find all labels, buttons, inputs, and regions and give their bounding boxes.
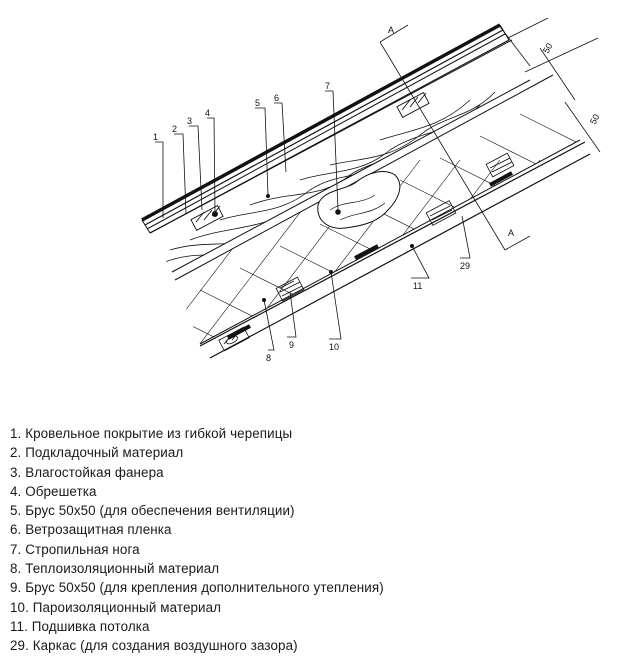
legend-item: 4. Обрешетка	[10, 483, 97, 499]
legend-item: 5. Брус 50x50 (для обеспечения вентиляци…	[10, 503, 295, 519]
callout-9: 9	[289, 340, 294, 350]
leader-dots	[262, 194, 414, 302]
roof-section-diagram: А А 50 50 1 2 3 4 5 6 7 8 9 10 11 2	[141, 17, 602, 363]
ventilation-bars	[190, 92, 430, 231]
legend-item: 7. Стропильная нога	[10, 541, 140, 557]
insulation-layer	[174, 74, 581, 345]
callout-5: 5	[255, 98, 260, 108]
callout-1: 1	[153, 132, 158, 142]
legend-item: 1. Кровельное покрытие из гибкой черепиц…	[10, 426, 293, 441]
legend-item: 2. Подкладочный материал	[10, 445, 184, 461]
callout-11: 11	[413, 281, 422, 291]
rafter-cross-section	[317, 171, 401, 229]
dimension-label-2: 50	[588, 112, 602, 126]
callout-4: 4	[205, 108, 210, 118]
callout-2: 2	[172, 124, 177, 134]
callout-8: 8	[266, 353, 271, 363]
legend-item: 9. Брус 50x50 (для крепления дополнитель…	[10, 580, 384, 596]
callout-10: 10	[329, 342, 339, 352]
legend-item: 10. Пароизоляционный материал	[10, 599, 222, 615]
callout-7: 7	[325, 81, 330, 91]
section-mark-bottom: А	[508, 228, 514, 238]
callout-29: 29	[460, 261, 470, 271]
legend-item: 11. Подшивка потолка	[10, 618, 150, 634]
leader-lines	[155, 90, 471, 351]
legend-item: 3. Влагостойкая фанера	[10, 464, 164, 480]
rafter-board	[149, 39, 531, 273]
legend-item: 6. Ветрозащитная пленка	[10, 522, 172, 538]
frame-bars	[218, 326, 250, 352]
section-mark-top: А	[388, 25, 394, 35]
section-line-a	[379, 24, 531, 251]
vapor-barrier	[199, 141, 591, 359]
legend-item: 29. Каркас (для создания воздушного зазо…	[10, 638, 298, 654]
callout-3: 3	[187, 116, 192, 126]
legend-item: 8. Теплоизоляционный материал	[10, 561, 220, 577]
support-bars	[275, 152, 515, 302]
dimension-lines	[497, 17, 601, 153]
callout-6: 6	[274, 93, 279, 103]
dimension-label-1: 50	[541, 41, 555, 55]
legend-list: 1. Кровельное покрытие из гибкой черепиц…	[10, 424, 384, 656]
